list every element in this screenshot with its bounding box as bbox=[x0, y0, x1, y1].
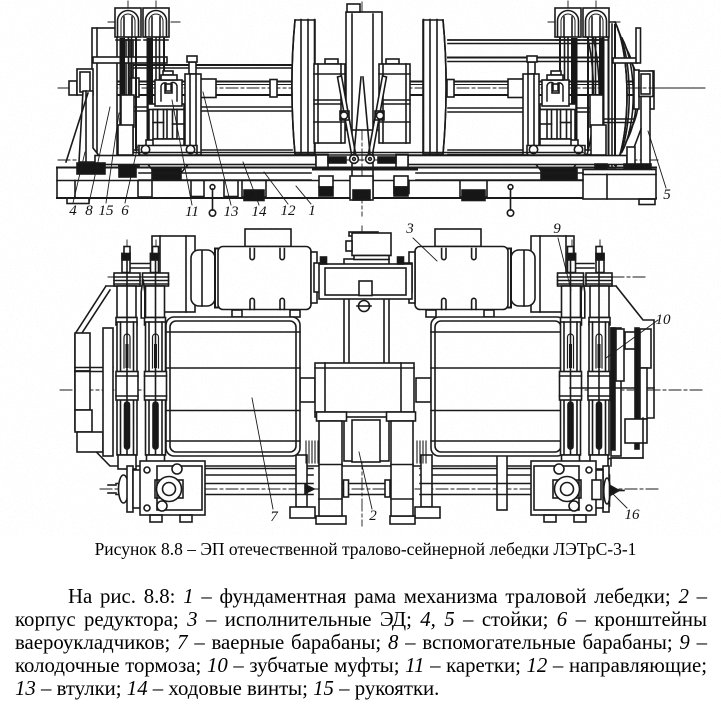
svg-text:16: 16 bbox=[625, 507, 641, 523]
svg-text:4: 4 bbox=[69, 203, 77, 219]
svg-text:12: 12 bbox=[281, 203, 297, 219]
svg-text:15: 15 bbox=[99, 203, 115, 219]
svg-text:9: 9 bbox=[553, 221, 561, 237]
svg-text:2: 2 bbox=[369, 508, 377, 524]
svg-text:7: 7 bbox=[270, 509, 279, 525]
svg-text:5: 5 bbox=[663, 187, 671, 203]
svg-text:8: 8 bbox=[85, 203, 93, 219]
svg-text:13: 13 bbox=[224, 204, 239, 220]
svg-text:6: 6 bbox=[121, 203, 129, 219]
svg-text:14: 14 bbox=[252, 204, 268, 220]
svg-text:11: 11 bbox=[185, 204, 199, 220]
svg-text:10: 10 bbox=[656, 312, 672, 328]
svg-text:1: 1 bbox=[308, 203, 316, 219]
svg-text:3: 3 bbox=[405, 221, 414, 237]
